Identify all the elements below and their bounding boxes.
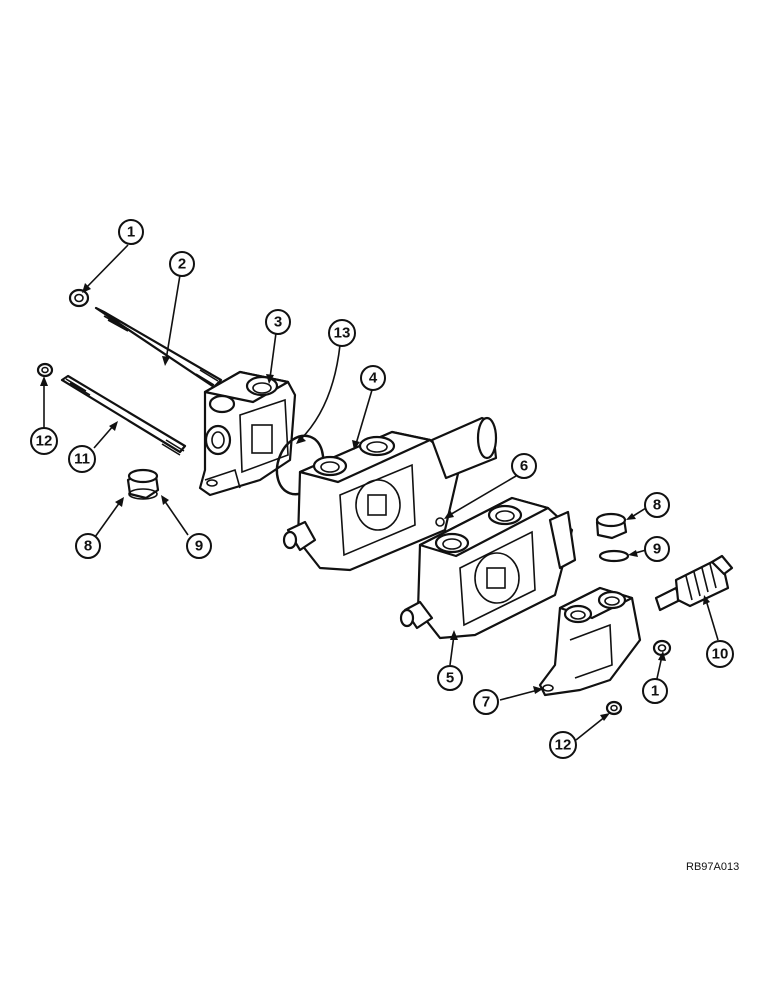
nut-lower — [605, 700, 623, 716]
svg-text:12: 12 — [555, 737, 572, 754]
callout-10: 10 — [706, 640, 734, 668]
svg-text:9: 9 — [195, 538, 203, 555]
nut-upper — [68, 288, 90, 308]
plug-left — [126, 468, 160, 500]
callout-5: 5 — [437, 665, 463, 691]
small-o-ring — [435, 517, 445, 527]
svg-text:8: 8 — [653, 497, 661, 514]
callout-2: 2 — [169, 251, 195, 277]
svg-text:9: 9 — [653, 541, 661, 558]
svg-text:2: 2 — [178, 256, 186, 273]
svg-text:10: 10 — [712, 646, 729, 663]
outlet-section — [538, 586, 642, 697]
svg-text:12: 12 — [36, 433, 53, 450]
callout-6: 6 — [511, 453, 537, 479]
callout-12-left: 12 — [30, 427, 58, 455]
svg-text:1: 1 — [651, 683, 659, 700]
svg-text:1: 1 — [127, 224, 135, 241]
callout-1-lower: 1 — [642, 678, 668, 704]
svg-text:8: 8 — [84, 538, 92, 555]
svg-text:11: 11 — [74, 451, 90, 468]
callout-1-upper: 1 — [118, 219, 144, 245]
second-spool-section — [399, 496, 577, 640]
long-tie-rod — [94, 306, 223, 389]
callout-13: 13 — [328, 319, 356, 347]
svg-text:6: 6 — [520, 458, 528, 475]
svg-text:5: 5 — [446, 670, 454, 687]
svg-text:7: 7 — [482, 694, 490, 711]
svg-text:3: 3 — [274, 314, 282, 331]
seal-ring-right — [598, 549, 630, 563]
inlet-section — [198, 370, 297, 497]
short-tie-rod — [60, 374, 187, 456]
svg-text:13: 13 — [334, 325, 351, 342]
callout-9-right: 9 — [644, 536, 670, 562]
callout-7: 7 — [473, 689, 499, 715]
leader-lines — [40, 244, 719, 741]
callout-8-left: 8 — [75, 533, 101, 559]
relief-valve — [654, 554, 734, 612]
callout-8-right: 8 — [644, 492, 670, 518]
callout-3: 3 — [265, 309, 291, 335]
callout-4: 4 — [360, 365, 386, 391]
plug-right — [595, 512, 628, 540]
nut-left — [36, 362, 54, 378]
callout-12-lower: 12 — [549, 731, 577, 759]
callout-11: 11 — [68, 445, 96, 473]
spool-section — [282, 416, 498, 572]
figure-reference-code: RB97A013 — [686, 861, 739, 873]
callout-9-left: 9 — [186, 533, 212, 559]
svg-text:4: 4 — [369, 370, 378, 387]
